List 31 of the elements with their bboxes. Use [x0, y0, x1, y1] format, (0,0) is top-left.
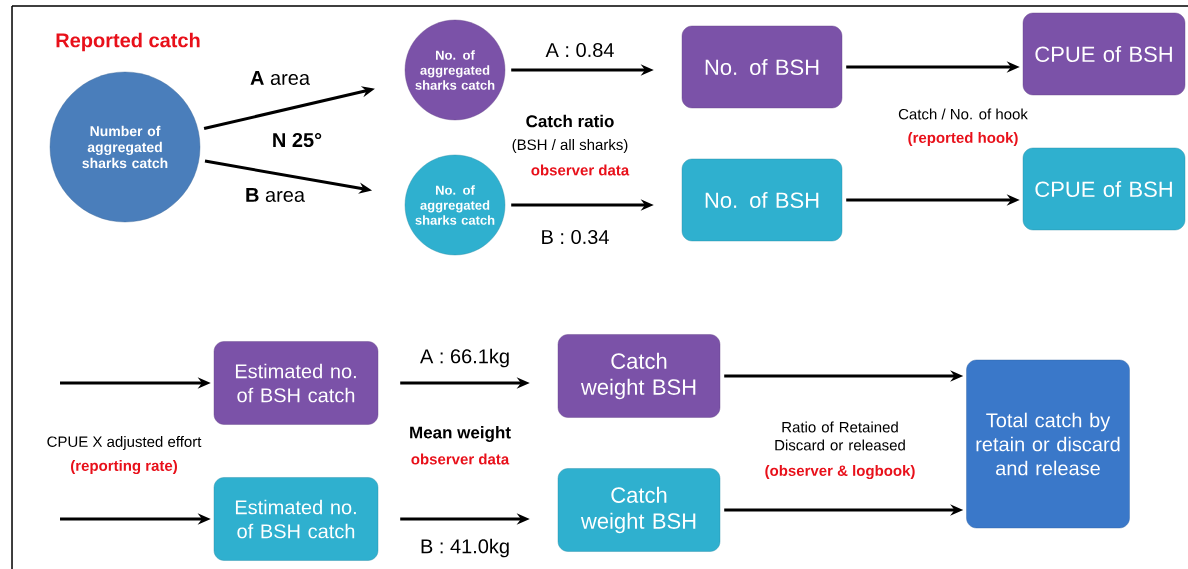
process-box: No. of BSH	[681, 158, 843, 242]
edge-label: B : 0.34	[539, 228, 611, 246]
note-text: (BSH / all sharks)	[512, 139, 628, 153]
process-box: Catch weight BSH	[557, 468, 721, 552]
note-text: Ratio of Retained Discard or released	[775, 421, 905, 451]
note-text: (reported hook)	[908, 132, 1018, 146]
process-box: CPUE of BSH	[1022, 12, 1186, 96]
edge-label: A : 66.1kg	[419, 347, 512, 369]
note-text: (reporting rate)	[71, 459, 177, 474]
process-box: CPUE of BSH	[1022, 147, 1186, 231]
note-text: (observer & logbook)	[765, 464, 915, 479]
note-text: observer data	[531, 164, 630, 176]
process-box: No. of BSH	[681, 25, 843, 109]
circle-node: Number of aggregated sharks catch	[49, 71, 201, 223]
circle-node: No. of aggregated sharks catch	[404, 154, 506, 256]
note-text: Reported catch	[56, 32, 200, 52]
note-text: N 25°	[273, 132, 322, 148]
note-text: CPUE X adjusted effort	[47, 436, 202, 450]
edge-label: B : 41.0kg	[419, 537, 512, 559]
process-box: Estimated no. of BSH catch	[213, 477, 379, 561]
note-text: Catch ratio	[526, 114, 614, 128]
edge-label: B area	[244, 187, 306, 203]
note-text: Catch / No. of hook	[898, 108, 1028, 120]
note-text: observer data	[411, 453, 510, 465]
process-box: Catch weight BSH	[557, 334, 721, 418]
note-text: Mean weight	[410, 426, 511, 442]
edge-label: A area	[249, 70, 311, 86]
edge-label: A : 0.84	[544, 41, 616, 59]
circle-node: No. of aggregated sharks catch	[404, 19, 506, 121]
process-box: Estimated no. of BSH catch	[213, 341, 379, 425]
process-box: Total catch by retain or discard and release	[966, 359, 1130, 529]
